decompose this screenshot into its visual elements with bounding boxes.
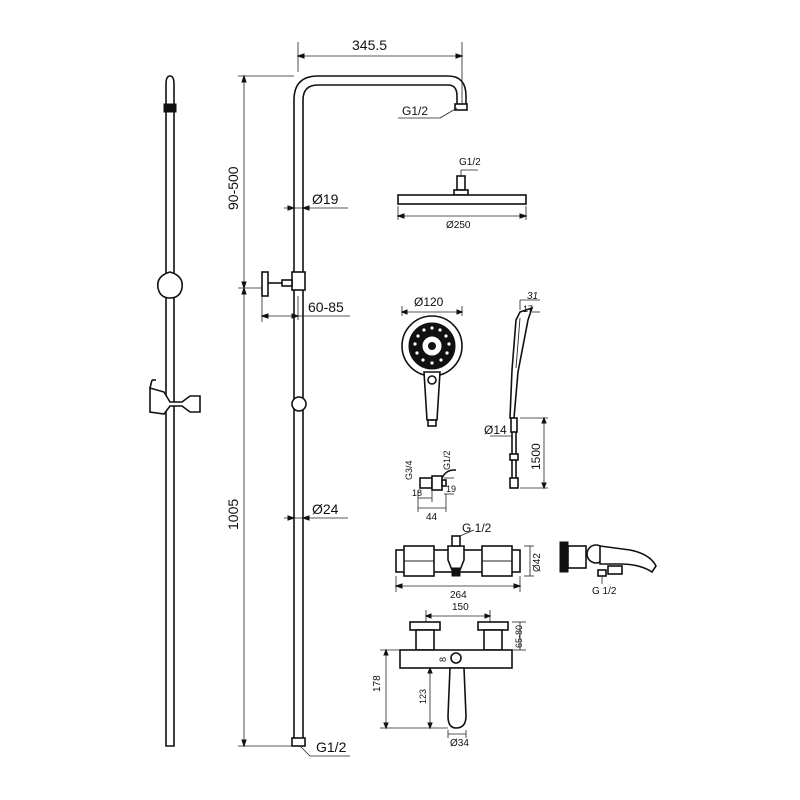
label-hose-dia14: Ø14 xyxy=(484,423,507,437)
label-31: 31 xyxy=(527,291,538,302)
hand-shower-side: 31 17 Ø14 1500 xyxy=(484,291,548,490)
label-mixer-dia42: Ø42 xyxy=(532,553,543,572)
bath-spout-front xyxy=(447,667,467,729)
label-conn-g34: G3/4 xyxy=(404,460,414,480)
label-side-g12: G 1/2 xyxy=(592,586,617,597)
bath-knob-left xyxy=(409,621,441,631)
label-1005: 1005 xyxy=(225,499,241,530)
slider-holder-side xyxy=(149,386,201,415)
upper-bracket-knob xyxy=(261,271,269,297)
rail-side-band xyxy=(163,103,177,113)
label-hose-1500: 1500 xyxy=(529,443,543,470)
upper-bracket-collar xyxy=(291,271,306,291)
label-bath-178: 178 xyxy=(372,675,383,692)
hand-shower-handle xyxy=(423,371,441,421)
label-345-5: 345.5 xyxy=(352,37,387,53)
label-bath-123: 123 xyxy=(418,689,428,704)
overhead-shower-head: G1/2 Ø250 xyxy=(396,157,528,231)
label-bath-65-80: 65-80 xyxy=(514,625,524,648)
label-g12-top: G1/2 xyxy=(402,104,428,118)
bath-mixer-front: 150 65-80 8 178 123 Ø34 xyxy=(372,602,526,749)
wall-connector: G3/4 G1/2 18 19 44 xyxy=(404,450,456,523)
shower-column-front xyxy=(261,75,468,747)
bath-mixer-side: G 1/2 xyxy=(559,541,657,597)
label-bath-8: 8 xyxy=(438,657,448,662)
hand-shower-front: Ø120 xyxy=(400,295,464,427)
label-g12-bottom: G1/2 xyxy=(316,739,347,755)
label-mixer-264: 264 xyxy=(450,590,467,601)
column-dimensions: 345.5 G1/2 90-500 1005 Ø19 60-85 Ø24 xyxy=(225,37,464,757)
hand-shower-side-body xyxy=(509,306,534,419)
label-conn-g12: G1/2 xyxy=(442,450,452,470)
label-conn-44: 44 xyxy=(426,512,438,523)
rail-side-bracket xyxy=(156,271,184,299)
rail-side-view xyxy=(149,75,201,747)
label-conn-19: 19 xyxy=(446,484,456,494)
bath-knob-right xyxy=(477,621,509,631)
lower-knob xyxy=(291,396,307,412)
thermostatic-mixer: G 1/2 Ø42 264 xyxy=(394,521,543,601)
label-conn-18: 18 xyxy=(412,488,422,498)
label-17: 17 xyxy=(523,304,533,314)
label-dia24: Ø24 xyxy=(312,501,339,517)
label-mixer-g12: G 1/2 xyxy=(462,521,492,535)
label-bath-150: 150 xyxy=(452,602,469,613)
label-60-85: 60-85 xyxy=(308,299,344,315)
mixer-outlet xyxy=(447,545,465,571)
label-90-500: 90-500 xyxy=(225,166,241,210)
label-head-g12: G1/2 xyxy=(459,157,481,168)
label-hand-dia120: Ø120 xyxy=(414,295,444,309)
rail-side-pipe xyxy=(165,75,175,747)
label-bath-dia34: Ø34 xyxy=(450,738,469,749)
label-dia19: Ø19 xyxy=(312,191,339,207)
bath-spout-side xyxy=(599,545,657,574)
label-head-dia250: Ø250 xyxy=(446,220,471,231)
